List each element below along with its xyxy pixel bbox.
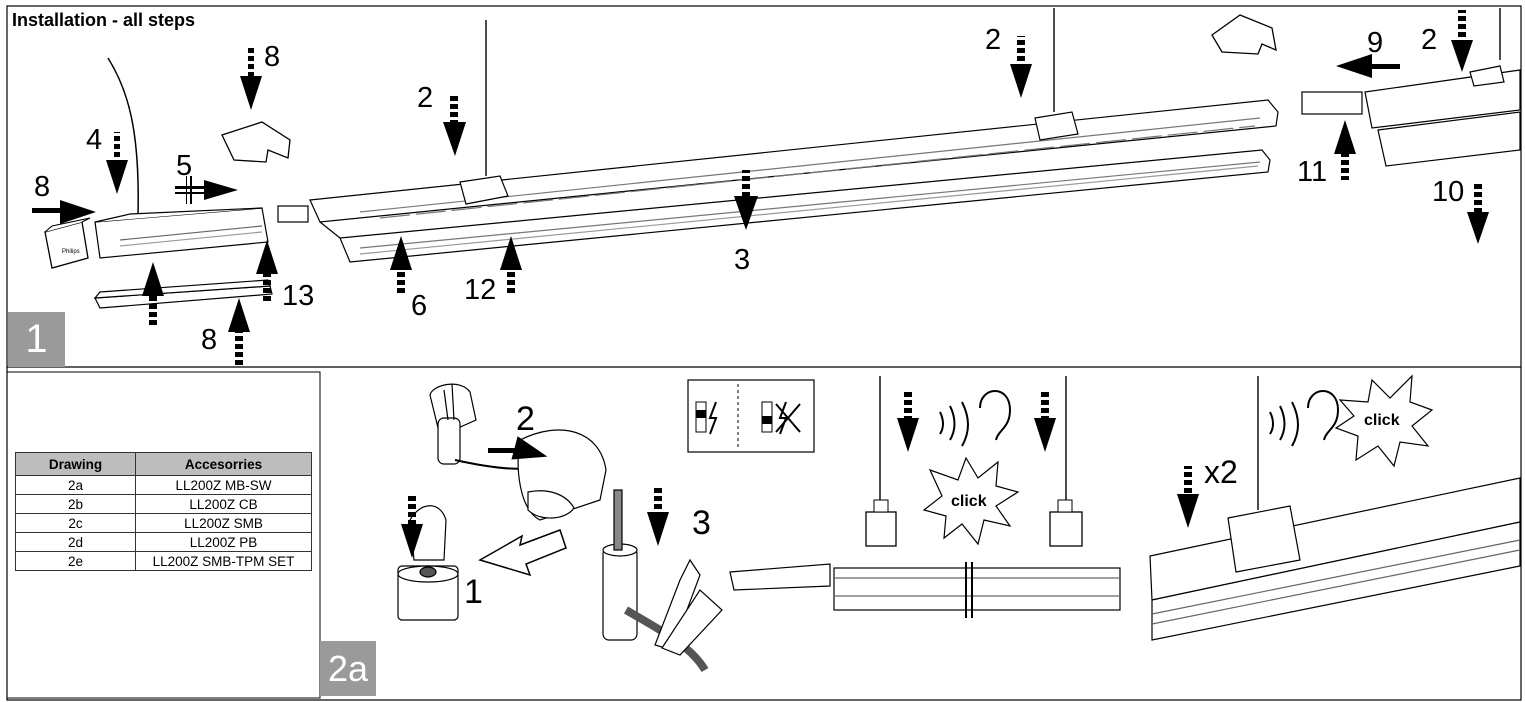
diagram-title: Installation - all steps [12,10,196,30]
arrows-panel-1 [32,10,1489,366]
cell-accessory: LL200Z PB [135,532,312,552]
step-label: 1 [464,573,483,611]
table-row: 2b LL200Z CB [15,494,312,514]
wire-insert-illustration [397,383,607,621]
table-header-row: Drawing Accesorries [15,452,312,476]
table-row: 2d LL200Z PB [15,532,312,552]
step-label: 5 [176,150,193,182]
step-label: 4 [86,124,103,156]
step-label: 8 [201,324,218,356]
click-burst-1 [922,456,1020,546]
header-accessories: Accesorries [135,452,312,476]
table-row: 2a LL200Z MB-SW [15,475,312,495]
end-connector: Philips [44,217,91,269]
step-label: 8 [34,171,51,203]
connector-block-a [865,511,897,547]
ear-icon-2 [1269,390,1340,447]
step-label: 3 [692,504,711,542]
arrows-panel-2 [401,392,1199,558]
hollow-arrow [478,529,567,577]
cell-drawing: 2b [15,494,136,514]
cell-accessory: LL200Z SMB [135,513,312,533]
click-burst-2 [1334,374,1434,468]
right-housing [1301,65,1521,167]
step-label: 2 [1421,24,1438,56]
outer-frame [6,5,1522,701]
table-panel-frame [6,371,321,699]
left-tray [93,279,273,309]
step-label: 2 [516,400,535,438]
step-label: 12 [464,274,497,306]
click-label: click [951,493,987,510]
table-row: 2e LL200Z SMB-TPM SET [15,551,312,571]
step-label: 2 [985,24,1002,56]
header-drawing: Drawing [15,452,136,476]
cell-drawing: 2a [15,475,136,495]
step-label: 11 [1297,156,1328,188]
cell-accessory: LL200Z SMB-TPM SET [135,551,312,571]
step-label: 6 [411,290,428,322]
main-luminaire [277,99,1279,263]
left-housing [94,207,269,259]
cutter-illustration [602,489,723,673]
cell-drawing: 2e [15,551,136,571]
cell-drawing: 2d [15,532,136,552]
step-label: 10 [1432,176,1465,208]
mounting-clip [221,121,291,163]
step-label: 2 [417,82,434,114]
cell-drawing: 2c [15,513,136,533]
step-label: 8 [264,41,281,73]
connector-block-b [1049,511,1083,547]
panel-badge-1: 1 [8,312,65,367]
multiplier-label: x2 [1204,454,1238,490]
svg-text:Philips: Philips [62,249,80,255]
table-row: 2c LL200Z SMB [15,513,312,533]
step-label: 3 [734,244,751,276]
click-label: click [1364,412,1400,429]
panel-badge-2a: 2a [320,641,376,696]
cell-accessory: LL200Z MB-SW [135,475,312,495]
cell-accessory: LL200Z CB [135,494,312,514]
power-cable [107,57,139,216]
luminaire-perspective [1149,477,1521,641]
luminaire-segment [729,562,1121,618]
accessories-table: Drawing Accesorries 2a LL200Z MB-SW 2b L… [15,452,312,571]
warning-icon-box [687,379,815,453]
ear-icon [939,390,1012,447]
mounting-clip-2 [1211,14,1277,55]
step-label: 9 [1367,27,1384,59]
step-label: 13 [282,280,315,312]
